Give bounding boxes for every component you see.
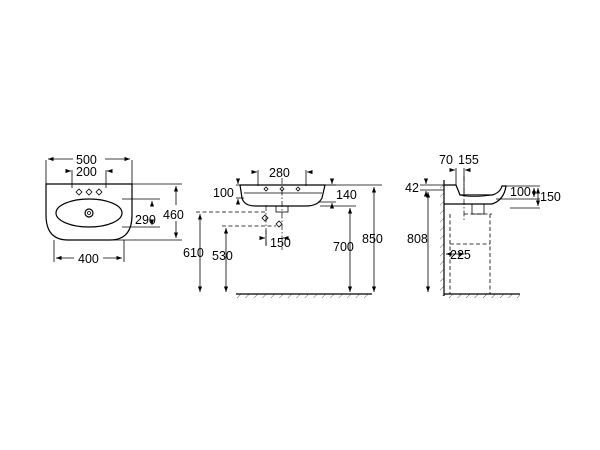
dim-100-side: 100 — [510, 185, 531, 199]
dim-70: 70 — [439, 153, 453, 167]
dim-530: 530 — [212, 249, 233, 263]
dim-400: 400 — [78, 252, 99, 266]
dim-150-front: 150 — [270, 236, 291, 250]
front-view: 280 100 140 150 610 530 — [183, 166, 383, 298]
tap-hole-marks — [75, 188, 103, 196]
waste-marker-icon — [275, 220, 283, 228]
dim-155: 155 — [458, 153, 479, 167]
dim-200: 200 — [76, 165, 97, 179]
basin-top-outline — [45, 183, 133, 241]
side-view: 70 155 42 808 225 100 150 — [405, 153, 561, 298]
drain-center-icon — [87, 211, 91, 215]
dim-140: 140 — [336, 188, 357, 202]
bowl-outline — [55, 198, 123, 228]
top-view: 500 200 290 460 400 — [45, 153, 184, 266]
dim-460: 460 — [163, 208, 184, 222]
basin-side-outline — [444, 184, 507, 205]
waste-pipe — [471, 204, 485, 215]
dim-280: 280 — [269, 166, 290, 180]
dim-500: 500 — [76, 153, 97, 167]
dim-700: 700 — [333, 240, 354, 254]
dim-42: 42 — [405, 181, 419, 195]
dim-100-front: 100 — [213, 186, 234, 200]
wall-hatch — [440, 180, 444, 296]
dim-610: 610 — [183, 246, 204, 260]
floor-hatch — [236, 294, 372, 298]
supply-marker-icon — [261, 214, 269, 222]
dim-225: 225 — [450, 248, 471, 262]
dim-150-side: 150 — [540, 190, 561, 204]
dim-850: 850 — [362, 232, 383, 246]
floor-hatch-side — [444, 294, 520, 298]
tap-hole-marks-front — [263, 186, 301, 192]
drain-icon — [84, 208, 94, 218]
dim-808: 808 — [407, 232, 428, 246]
dim-290: 290 — [135, 213, 156, 227]
basin-front-outline — [239, 184, 326, 207]
